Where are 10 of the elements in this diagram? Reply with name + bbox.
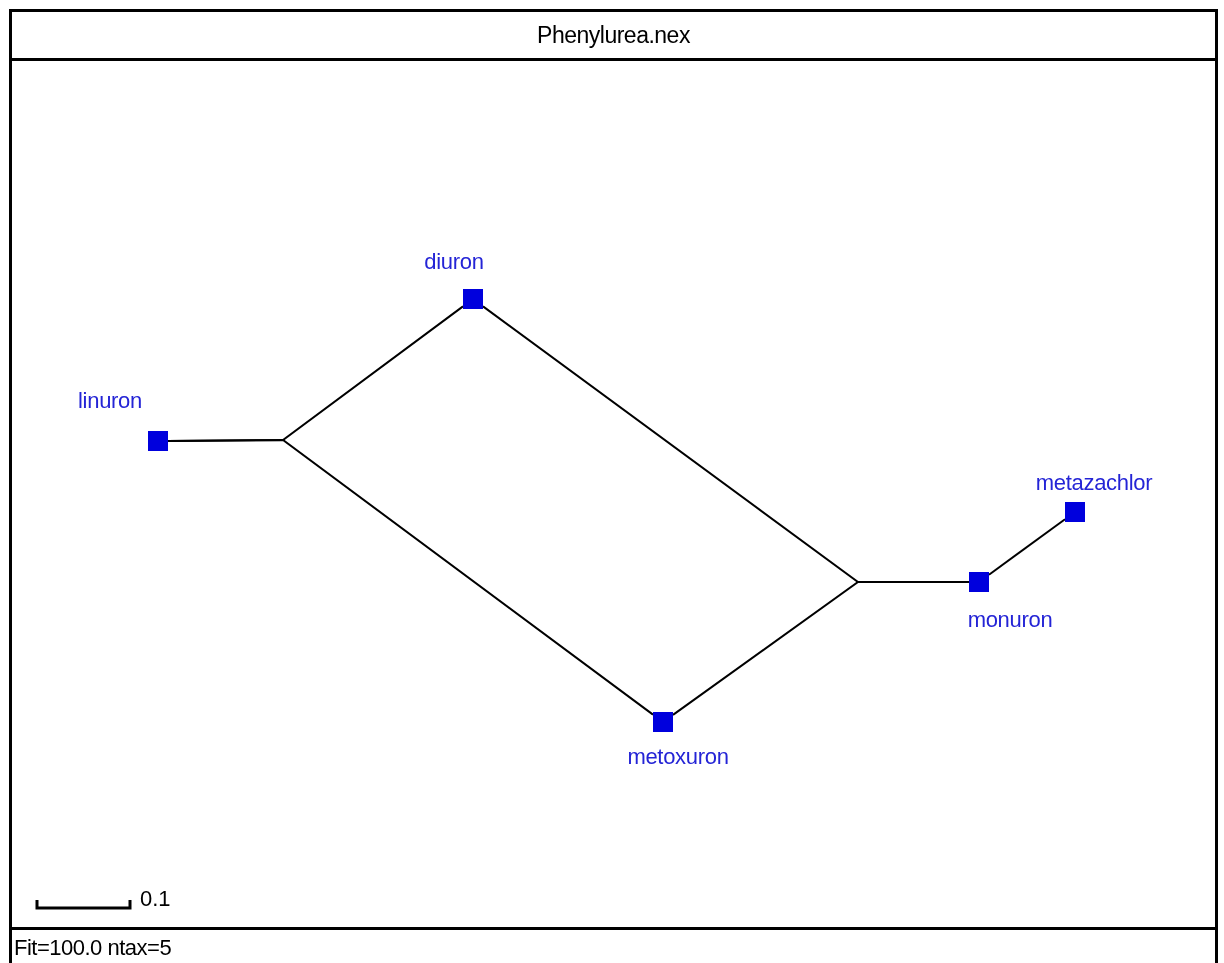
network-edge (988, 518, 1066, 576)
taxon-label: metazachlor (1034, 470, 1154, 496)
status-text: Fit=100.0 ntax=5 (13, 935, 172, 961)
scale-label: 0.1 (140, 886, 171, 912)
taxon-label: monuron (966, 607, 1054, 633)
network-edge (672, 581, 970, 716)
taxon-label: metoxuron (626, 744, 730, 770)
window-title: Phenylurea.nex (537, 21, 690, 49)
taxon-label: linuron (77, 388, 143, 414)
taxon-label: diuron (423, 249, 485, 275)
